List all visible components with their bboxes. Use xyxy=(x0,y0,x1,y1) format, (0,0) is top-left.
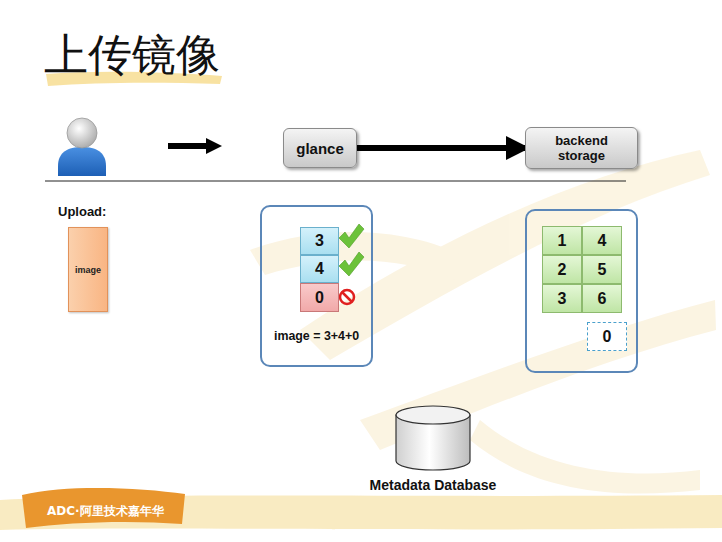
box-text: 3 xyxy=(558,290,567,308)
box-text: 1 xyxy=(558,232,567,250)
box-text: 3 xyxy=(315,232,324,250)
box-text: backend storage xyxy=(530,133,633,163)
process-box: backend storage xyxy=(525,127,638,169)
logo-text: ADC·阿里技术嘉年华 xyxy=(47,503,164,520)
box-text: 2 xyxy=(558,261,567,279)
chunk-cell: 4 xyxy=(300,255,339,283)
panel-caption: image = 3+4+0 xyxy=(262,329,371,343)
glance-panel: image = 3+4+0 3 4 0 xyxy=(260,205,373,367)
chunk-cell: 3 xyxy=(300,227,339,255)
box-text: 5 xyxy=(598,261,607,279)
box-text: 6 xyxy=(598,290,607,308)
cylinder-shape xyxy=(395,405,471,471)
box-text: 4 xyxy=(315,260,324,278)
database-label: Metadata Database xyxy=(350,477,516,493)
box-text: 0 xyxy=(315,289,324,307)
box-text: 4 xyxy=(598,232,607,250)
check-mark xyxy=(339,224,364,276)
box-text: 0 xyxy=(603,328,612,346)
storage-panel: 1 4 2 5 3 6 0 xyxy=(525,209,638,373)
chunk-cell: 6 xyxy=(582,284,622,313)
divider-line xyxy=(45,181,626,182)
slide-title: 上传镜像 xyxy=(44,26,220,85)
database-cylinder: Metadata Database xyxy=(395,405,471,471)
watermark-brush xyxy=(250,150,716,493)
chunk-cell: 5 xyxy=(582,255,622,284)
box-text: image xyxy=(75,265,101,275)
empty-chunk: 0 xyxy=(587,322,627,351)
box-text: glance xyxy=(296,140,344,157)
logo-brush xyxy=(22,488,185,528)
prohibited-icon xyxy=(340,290,354,304)
chunk-cell: 1 xyxy=(542,226,582,255)
flow-arrow xyxy=(168,138,222,154)
chunk-cell: 0 xyxy=(300,283,339,312)
chunk-cell: 3 xyxy=(542,284,582,313)
flow-arrow xyxy=(357,145,525,151)
chunk-cell: 4 xyxy=(582,226,622,255)
process-box: glance xyxy=(283,128,357,168)
image-file: image xyxy=(68,227,108,312)
chunk-cell: 2 xyxy=(542,255,582,284)
user-icon xyxy=(58,118,106,176)
upload-label: Upload: xyxy=(58,204,106,219)
